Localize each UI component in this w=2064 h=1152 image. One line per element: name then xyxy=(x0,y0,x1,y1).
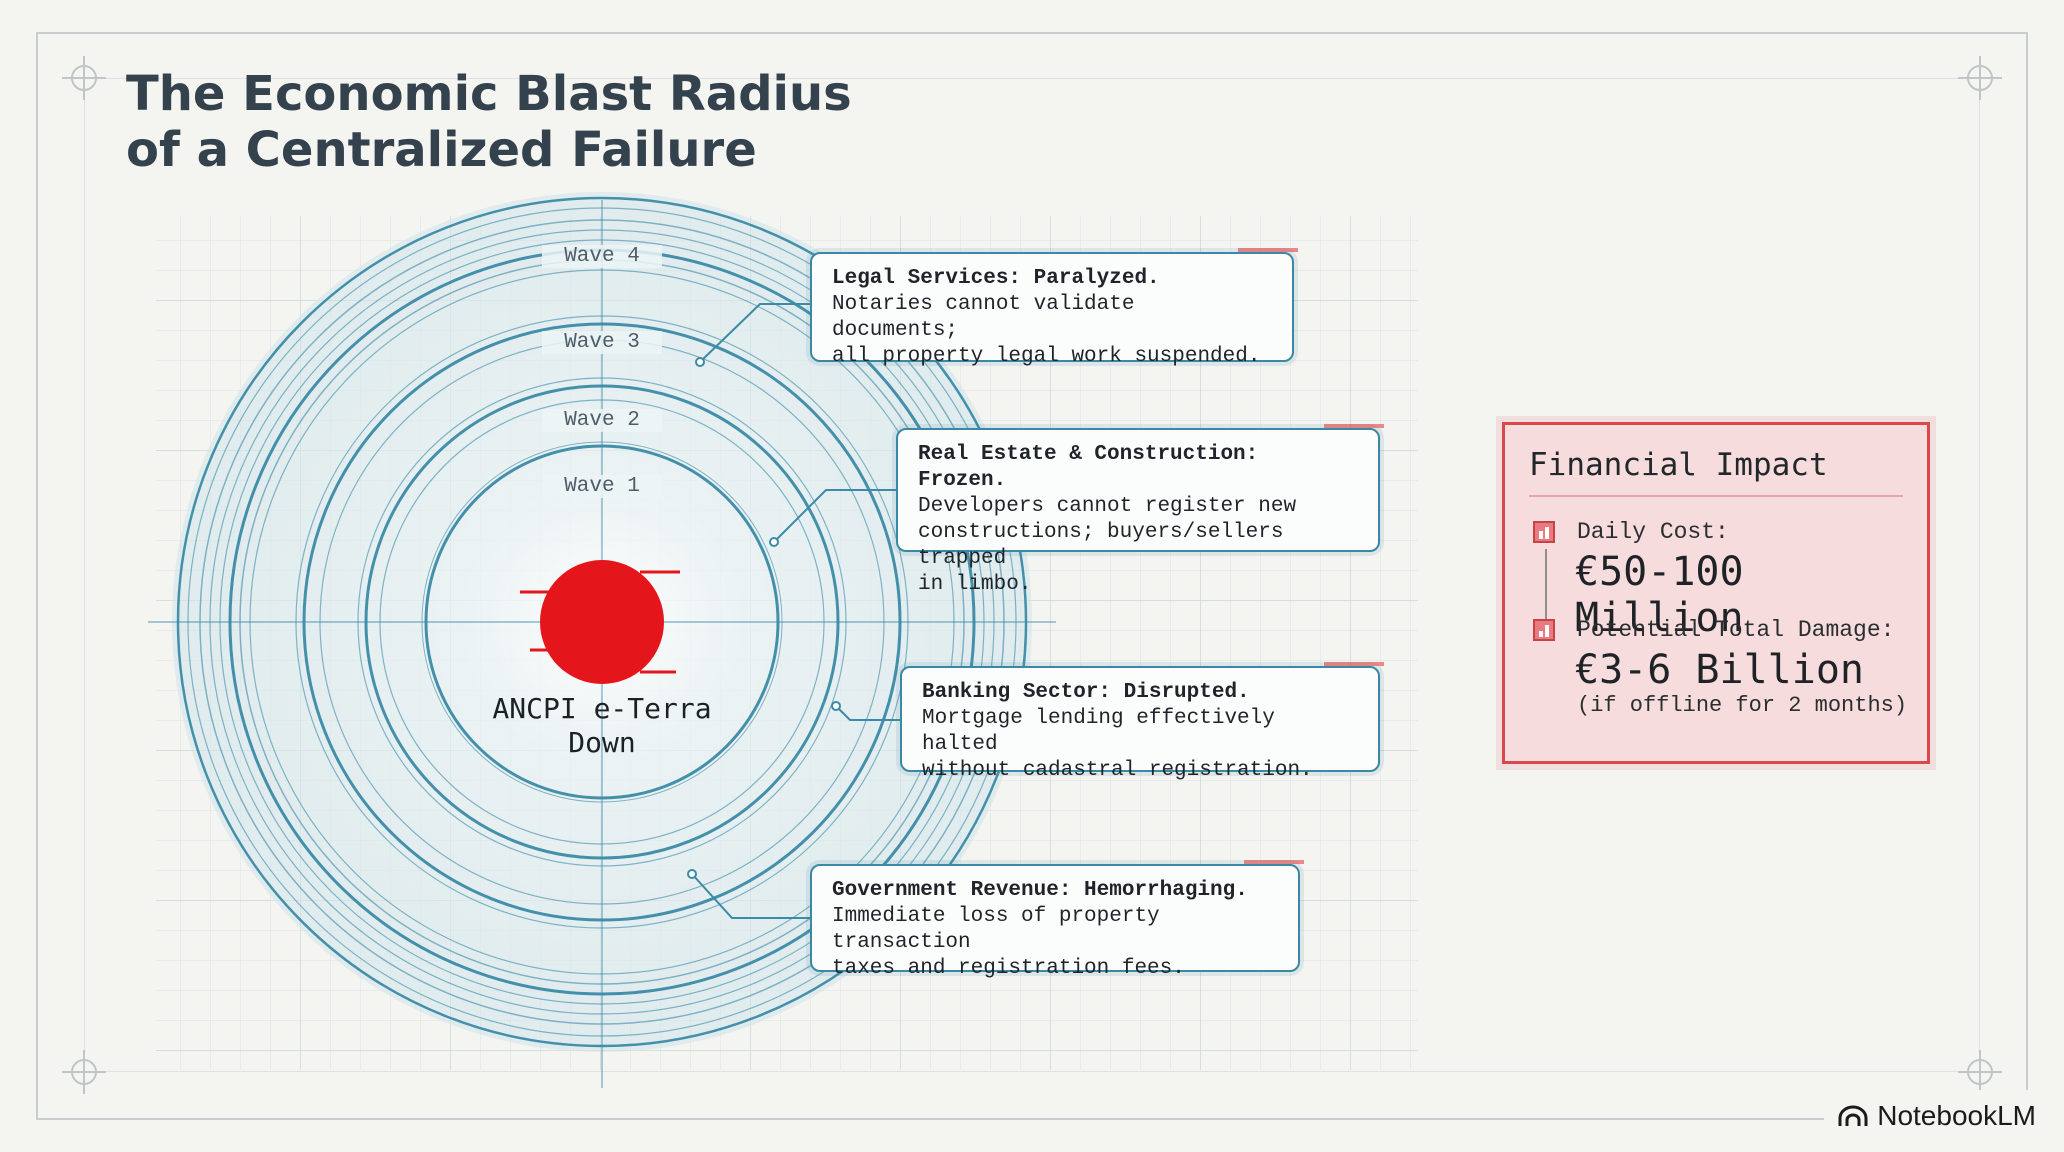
inner-frame xyxy=(84,78,1980,1072)
connector-legal xyxy=(695,303,812,367)
callout-heading: Real Estate & Construction: Frozen. xyxy=(918,443,1259,492)
callout-banking-sector: Banking Sector: Disrupted. Mortgage lend… xyxy=(900,662,1384,782)
crosshair-icon xyxy=(62,56,106,100)
wave-label-2: Wave 2 xyxy=(542,409,662,432)
outer-frame xyxy=(36,32,2028,1120)
connector-banking xyxy=(831,701,902,721)
total-damage-note: (if offline for 2 months) xyxy=(1577,693,1908,718)
crosshair-icon xyxy=(1958,56,2002,100)
epicenter xyxy=(520,560,680,684)
chart-icon xyxy=(1533,619,1555,641)
epicenter-label: ANCPI e-Terra Down xyxy=(452,692,752,760)
epicenter-label-line-2: Down xyxy=(568,726,636,759)
callout-body: Notaries cannot validate documents; all … xyxy=(832,293,1261,368)
financial-impact-title: Financial Impact xyxy=(1529,447,1828,483)
callout-body: Mortgage lending effectively halted with… xyxy=(922,707,1313,782)
epicenter-label-line-1: ANCPI e-Terra xyxy=(492,692,712,725)
notebooklm-icon xyxy=(1838,1105,1868,1126)
wave-label-3: Wave 3 xyxy=(542,331,662,354)
financial-impact-panel: Financial Impact Daily Cost: €50-100 Mil… xyxy=(1502,422,1930,764)
callout-government-revenue: Government Revenue: Hemorrhaging. Immedi… xyxy=(810,860,1304,980)
callout-real-estate: Real Estate & Construction: Frozen. Deve… xyxy=(896,424,1384,596)
brand-name: NotebookLM xyxy=(1877,1100,2036,1131)
title-line-1: The Economic Blast Radius xyxy=(126,66,852,122)
brand-logo: NotebookLM xyxy=(1837,1100,2036,1132)
wave-label-1: Wave 1 xyxy=(542,475,662,498)
building-icon xyxy=(1533,521,1555,543)
callout-heading: Government Revenue: Hemorrhaging. xyxy=(832,879,1248,902)
callout-heading: Banking Sector: Disrupted. xyxy=(922,681,1250,704)
page-title: The Economic Blast Radius of a Centraliz… xyxy=(126,66,852,178)
connector-real-estate xyxy=(769,489,898,547)
divider xyxy=(1529,495,1903,497)
daily-cost-label: Daily Cost: xyxy=(1577,519,1729,545)
connector-government xyxy=(687,869,812,919)
total-damage-value: €3-6 Billion xyxy=(1575,647,1864,693)
callout-body: Developers cannot register new construct… xyxy=(918,495,1297,596)
title-line-2: of a Centralized Failure xyxy=(126,122,757,178)
total-damage-label: Potential Total Damage: xyxy=(1577,617,1895,643)
connector-line xyxy=(1545,549,1547,619)
wave-label-4: Wave 4 xyxy=(542,245,662,268)
crosshair-icon xyxy=(1958,1050,2002,1094)
callout-body: Immediate loss of property transaction t… xyxy=(832,905,1185,980)
callout-legal-services: Legal Services: Paralyzed. Notaries cann… xyxy=(810,248,1298,368)
callout-heading: Legal Services: Paralyzed. xyxy=(832,267,1160,290)
crosshair-icon xyxy=(62,1050,106,1094)
daily-cost-value: €50-100 Million xyxy=(1575,549,1744,641)
